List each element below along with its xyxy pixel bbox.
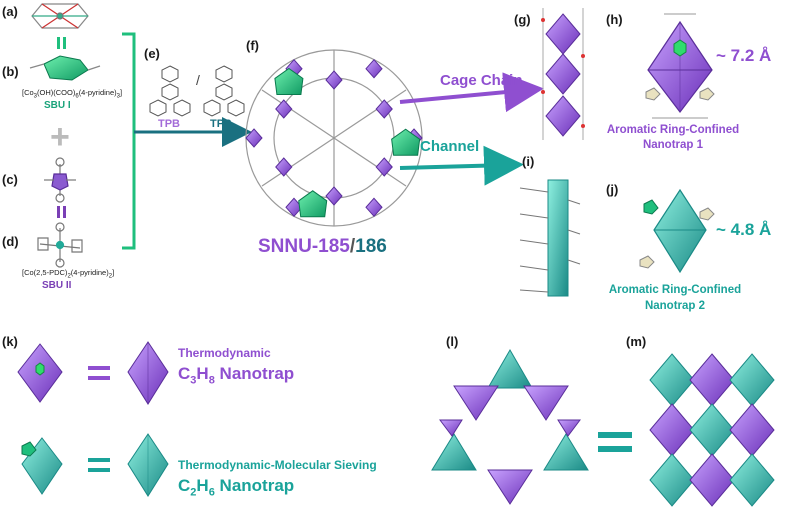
nanotrap2-title-line1: Aromatic Ring-Confined [608, 284, 742, 296]
nanotrap2-octahedron [639, 188, 715, 274]
panel-label-e: (e) [144, 46, 160, 61]
k-row2-line1: Thermodynamic-Molecular Sieving [178, 458, 377, 472]
k-nanotrap1-small [17, 343, 63, 403]
lattice-octahedron [689, 453, 735, 507]
cage-chain-label: Cage Chain [440, 72, 523, 89]
teal-diamond-icon [127, 433, 169, 497]
channel-label: Channel [420, 138, 480, 155]
sbu2-polyhedron [37, 222, 83, 268]
framework-green-cage [391, 128, 421, 156]
panel-label-k: (k) [2, 334, 18, 349]
panel-label-i: (i) [522, 154, 535, 169]
nanotrap2-size: ~ 4.8 Å [716, 220, 772, 239]
framework-purple-node [365, 197, 383, 218]
sbu1-polyhedron [29, 55, 101, 81]
lattice-octahedron [689, 403, 735, 457]
panel-label-a: (a) [2, 4, 18, 19]
panel-label-l: (l) [446, 334, 459, 349]
framework-green-cage [274, 67, 304, 95]
nanotrap1-size: ~ 7.2 Å [716, 46, 772, 65]
k-equals-purple [88, 366, 110, 380]
tpp-ligand-structure [203, 65, 245, 117]
k-row2-formula: C2H6 Nanotrap [178, 476, 295, 499]
panel-label-f: (f) [246, 38, 259, 53]
nanotrap1-title-line2: Nanotrap 1 [642, 139, 704, 151]
plus-symbol: + [50, 118, 70, 156]
nanotrap2-title-line2: Nanotrap 2 [644, 300, 706, 312]
tpb-label: TPB [158, 118, 180, 130]
framework-purple-node [245, 128, 263, 148]
channel-arrow [399, 145, 524, 186]
cage-chain-structure [541, 8, 585, 140]
sbu1-label: SBU I [44, 100, 71, 111]
framework-purple-node [375, 157, 393, 177]
nanotrap1-octahedron [645, 13, 715, 119]
lattice-octahedron [649, 353, 695, 407]
sbu1-ball-stick-structure [31, 3, 89, 29]
assembly-bracket [122, 32, 252, 250]
lattice-octahedron [649, 453, 695, 507]
panel-label-m: (m) [626, 334, 647, 349]
equals-symbol-purple [57, 206, 66, 218]
panel-label-g: (g) [514, 12, 531, 27]
framework-purple-node [375, 99, 393, 119]
sbu2-formula: [Co(2,5-PDC)2(4-pyridine)2] [22, 268, 115, 280]
framework-purple-node [275, 99, 293, 119]
framework-purple-node [325, 70, 343, 90]
framework-purple-node [275, 157, 293, 177]
lattice-octahedron [729, 403, 775, 457]
sbu2-ball-stick-structure [44, 157, 76, 203]
tpb-ligand-structure [149, 65, 191, 117]
panel-label-c: (c) [2, 172, 18, 187]
lattice-octahedron [729, 353, 775, 407]
k-row1-formula: C3H8 Nanotrap [178, 364, 295, 387]
panel-label-j: (j) [606, 182, 619, 197]
framework-structure [245, 49, 423, 227]
framework-name: SNNU-185/186 [258, 236, 387, 257]
lattice-octahedron [729, 453, 775, 507]
tetrahedra-ring [431, 349, 589, 505]
tpp-label: TPP [210, 118, 232, 130]
panel-label-b: (b) [2, 64, 19, 79]
k-nanotrap2-small [21, 437, 63, 495]
octahedra-lattice [649, 353, 775, 507]
cage-chain-arrow [399, 72, 544, 113]
sbu2-label: SBU II [42, 280, 72, 291]
k-row1-line1: Thermodynamic [178, 346, 271, 360]
framework-purple-node [365, 58, 383, 79]
purple-diamond-icon [127, 341, 169, 405]
panel-label-h: (h) [606, 12, 623, 27]
ligand-separator: / [196, 72, 200, 88]
lattice-octahedron [689, 353, 735, 407]
nanotrap1-title-line1: Aromatic Ring-Confined [606, 124, 740, 136]
sbu1-formula: [Co3(OH)(COO)6(4-pyridine)3] [22, 88, 123, 100]
l-m-equals [598, 432, 632, 452]
k-equals-teal [88, 458, 110, 472]
lattice-octahedron [649, 403, 695, 457]
channel-structure [519, 179, 581, 297]
framework-green-cage [298, 190, 328, 218]
framework-purple-node [325, 186, 343, 206]
panel-label-d: (d) [2, 234, 19, 249]
equals-symbol-green [57, 37, 66, 49]
